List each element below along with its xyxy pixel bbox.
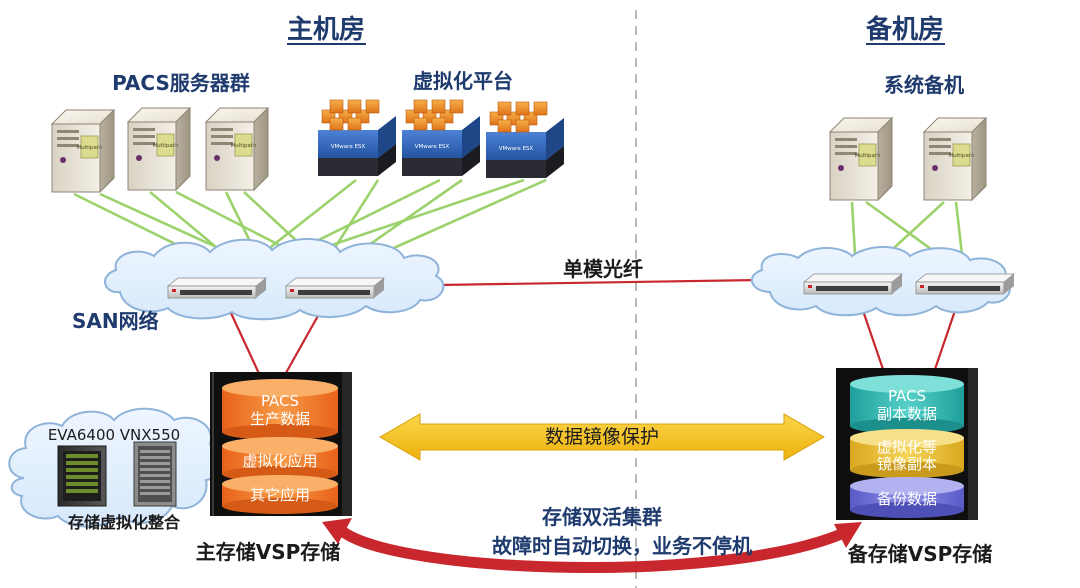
primary-layer-1-line2: 生产数据 bbox=[250, 410, 310, 428]
eva6400-rack bbox=[57, 445, 107, 507]
single-mode-fiber-label: 单模光纤 bbox=[563, 257, 643, 281]
pacs-server-3[interactable]: Multipath bbox=[204, 106, 270, 192]
backup-layer-3: 备份数据 bbox=[877, 490, 937, 508]
active-cluster-arc bbox=[331, 520, 849, 573]
backup-layer-2-line1: 虚拟化等 bbox=[877, 438, 937, 456]
mirror-double-arrow bbox=[378, 413, 826, 461]
backup-layer-1-line2: 副本数据 bbox=[877, 405, 937, 423]
virtualization-label: 虚拟化平台 bbox=[413, 69, 513, 93]
vnx550-rack bbox=[133, 441, 177, 507]
primary-layer-1-line1: PACS bbox=[261, 392, 299, 410]
esx-badge: VMware ESX bbox=[331, 144, 366, 150]
san-switch-4[interactable] bbox=[914, 273, 1016, 295]
san-switch-3[interactable] bbox=[802, 273, 904, 295]
multipath-badge: Multipath bbox=[231, 143, 257, 149]
primary-vsp-storage[interactable]: PACS 生产数据 虚拟化应用 其它应用 bbox=[210, 372, 352, 516]
backup-room-title: 备机房 bbox=[865, 15, 944, 45]
active-cluster-title: 存储双活集群 bbox=[542, 505, 662, 529]
san-switch-1[interactable] bbox=[166, 277, 268, 299]
primary-layer-3: 其它应用 bbox=[250, 486, 310, 504]
backup-vsp-storage[interactable]: PACS 副本数据 虚拟化等 镜像副本 备份数据 bbox=[836, 368, 978, 520]
san-network-label: SAN网络 bbox=[72, 309, 159, 333]
backup-server-2[interactable]: Multipath bbox=[922, 116, 988, 202]
fiber-lines bbox=[223, 278, 962, 381]
active-cluster-arrowhead-left bbox=[322, 518, 352, 544]
system-backup-label: 系统备机 bbox=[884, 73, 964, 97]
esx-badge: VMware ESX bbox=[499, 146, 534, 152]
backup-server-1[interactable]: Multipath bbox=[828, 116, 894, 202]
backup-layer-1-line1: PACS bbox=[888, 387, 926, 405]
active-cluster-desc: 故障时自动切换，业务不停机 bbox=[492, 534, 752, 558]
primary-layer-2: 虚拟化应用 bbox=[242, 452, 317, 470]
multipath-badge: Multipath bbox=[77, 145, 103, 151]
esx-badge: VMware ESX bbox=[415, 144, 450, 150]
pacs-server-1[interactable]: Multipath bbox=[50, 108, 116, 194]
mirror-protection-label: 数据镜像保护 bbox=[545, 426, 659, 448]
multipath-badge: Multipath bbox=[153, 143, 179, 149]
active-cluster-arrowhead-right bbox=[834, 522, 862, 548]
san-switch-2[interactable] bbox=[284, 277, 386, 299]
backup-storage-caption: 备存储VSP存储 bbox=[847, 542, 993, 566]
esx-host-3[interactable]: VMware ESX bbox=[486, 101, 564, 178]
legacy-storage-label: EVA6400 VNX550 bbox=[48, 426, 180, 444]
backup-layer-2-line2: 镜像副本 bbox=[877, 455, 937, 473]
esx-host-1[interactable]: VMware ESX bbox=[318, 99, 396, 176]
pacs-server-2[interactable]: Multipath bbox=[126, 106, 192, 192]
esx-host-2[interactable]: VMware ESX bbox=[402, 99, 480, 176]
main-room-title: 主机房 bbox=[287, 15, 365, 45]
multipath-badge: Multipath bbox=[949, 153, 975, 159]
san-cloud-main bbox=[104, 238, 445, 321]
pacs-servers-label: PACS服务器群 bbox=[112, 71, 250, 95]
multipath-badge: Multipath bbox=[855, 153, 881, 159]
primary-storage-caption: 主存储VSP存储 bbox=[196, 540, 341, 564]
legacy-storage-caption: 存储虚拟化整合 bbox=[68, 513, 181, 532]
